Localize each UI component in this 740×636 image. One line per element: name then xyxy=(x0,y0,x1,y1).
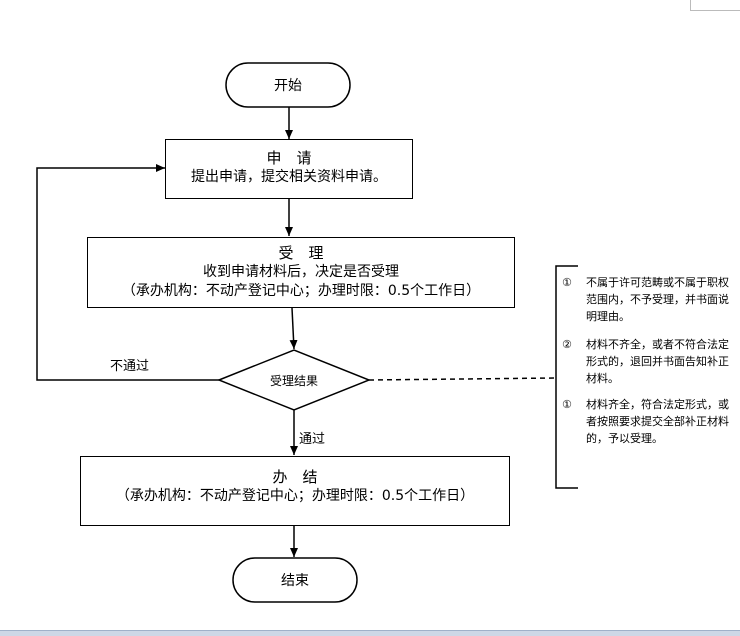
accept-box: 受 理 收到申请材料后，决定是否受理 （承办机构：不动产登记中心；办理时限：0.… xyxy=(87,237,515,308)
note-number: ① xyxy=(562,276,572,289)
finish-box: 办 结 （承办机构：不动产登记中心；办理时限：0.5个工作日） xyxy=(80,456,510,526)
decision-label: 受理结果 xyxy=(269,374,318,388)
start-label: 开始 xyxy=(274,78,302,94)
accept-title: 受 理 xyxy=(278,244,324,262)
apply-desc: 提出申请，提交相关资料申请。 xyxy=(191,169,387,186)
corner-mark xyxy=(690,0,740,11)
accept-org: （承办机构：不动产登记中心；办理时限：0.5个工作日） xyxy=(121,283,481,300)
end-terminal xyxy=(232,557,358,603)
pass-label: 通过 xyxy=(299,432,326,447)
finish-title: 办 结 xyxy=(272,468,318,486)
note-number: ② xyxy=(562,338,572,351)
notes-bracket xyxy=(555,265,578,489)
note-text: 材料齐全，符合法定形式，或者按照要求提交全部补正材料的，予以受理。 xyxy=(586,398,729,445)
bottom-status-strip xyxy=(0,630,740,636)
dashed-note-connector xyxy=(368,377,557,381)
accept-desc: 收到申请材料后，决定是否受理 xyxy=(203,264,399,281)
reject-label: 不通过 xyxy=(110,359,150,374)
apply-box: 申 请 提出申请，提交相关资料申请。 xyxy=(165,139,413,199)
end-label: 结束 xyxy=(281,573,309,589)
notes-panel: ① 不属于许可范畴或不属于职权范围内，不予受理，并书面说明理由。 ② 材料不齐全… xyxy=(556,266,740,488)
arrow-reject-loop xyxy=(36,164,219,381)
apply-title: 申 请 xyxy=(266,149,312,167)
arrow-accept-to-decision xyxy=(289,307,298,350)
note-number: ① xyxy=(562,398,572,411)
note-text: 不属于许可范畴或不属于职权范围内，不予受理，并书面说明理由。 xyxy=(586,276,729,323)
start-terminal xyxy=(225,62,351,108)
note-text: 材料不齐全，或者不符合法定形式的，退回并书面告知补正材料。 xyxy=(586,338,729,385)
finish-org: （承办机构：不动产登记中心；办理时限：0.5个工作日） xyxy=(115,488,475,505)
